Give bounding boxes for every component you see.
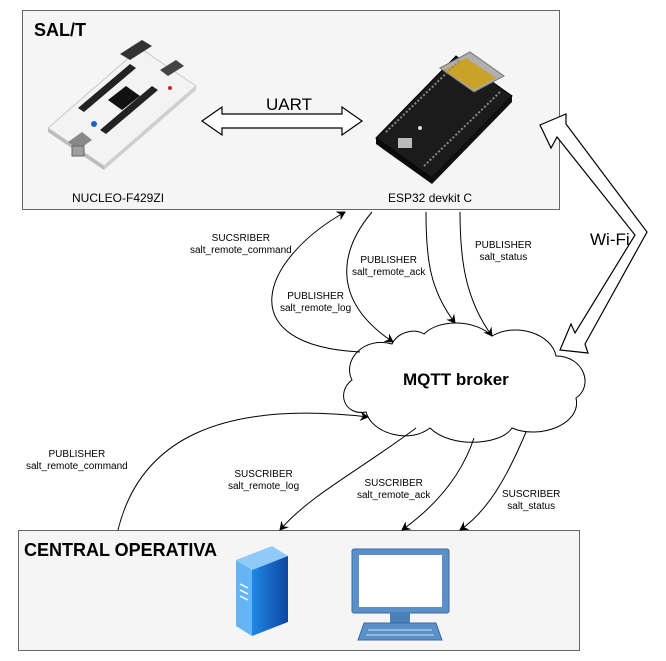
- esp32-label: ESP32 devkit C: [388, 191, 473, 205]
- label-central-sub-log-role: SUSCRIBER: [234, 469, 293, 480]
- label-central-sub-ack-topic: salt_remote_ack: [357, 490, 431, 501]
- wifi-arrow: [539, 113, 648, 354]
- server-icon: [236, 546, 288, 636]
- salt-title: SAL/T: [34, 20, 86, 40]
- label-pub-log-topic: salt_remote_log: [280, 303, 352, 314]
- label-sub-command: SUCSRIBER salt_remote_command: [190, 233, 292, 257]
- link-pub-log: [346, 211, 394, 343]
- label-central-sub-status: SUSCRIBER salt_status: [502, 489, 560, 513]
- link-pub-ack: [425, 211, 456, 324]
- label-central-sub-ack: SUSCRIBER salt_remote_ack: [357, 478, 430, 502]
- link-central-sub-log: [279, 427, 417, 531]
- mqtt-broker-cloud: [343, 322, 586, 443]
- label-sub-command-role: SUCSRIBER: [211, 233, 271, 244]
- esp32-board-icon: [375, 51, 513, 184]
- label-pub-ack-topic: salt_remote_ack: [352, 267, 426, 278]
- link-pub-status: [459, 211, 493, 337]
- label-central-sub-log-topic: salt_remote_log: [228, 481, 300, 492]
- uart-arrow: [200, 105, 364, 137]
- central-container: [18, 530, 580, 651]
- label-pub-status: PUBLISHER salt_status: [475, 240, 532, 264]
- label-central-pub-command-topic: salt_remote_command: [26, 461, 128, 472]
- label-central-sub-status-role: SUSCRIBER: [502, 489, 561, 500]
- label-pub-ack-role: PUBLISHER: [360, 255, 418, 266]
- label-central-pub-command: PUBLISHER salt_remote_command: [26, 449, 128, 473]
- link-sub-command: [271, 211, 361, 353]
- label-central-pub-command-role: PUBLISHER: [48, 449, 106, 460]
- central-title: CENTRAL OPERATIVA: [24, 540, 218, 560]
- uart-label: UART: [266, 95, 312, 114]
- label-pub-status-topic: salt_status: [479, 252, 528, 263]
- label-central-sub-status-topic: salt_status: [507, 501, 556, 512]
- link-central-sub-status: [459, 431, 527, 531]
- label-pub-ack: PUBLISHER salt_remote_ack: [352, 255, 425, 279]
- label-central-sub-log: SUSCRIBER salt_remote_log: [228, 469, 299, 493]
- label-central-sub-ack-role: SUSCRIBER: [364, 478, 423, 489]
- link-central-pub-command: [117, 411, 369, 531]
- nucleo-label: NUCLEO-F429ZI: [72, 191, 165, 205]
- label-pub-log-role: PUBLISHER: [287, 291, 344, 302]
- mqtt-broker-label: MQTT broker: [403, 370, 509, 389]
- computer-icon: [351, 548, 450, 641]
- label-sub-command-topic: salt_remote_command: [190, 245, 292, 256]
- nucleo-board-icon: [47, 40, 197, 170]
- label-pub-log: PUBLISHER salt_remote_log: [280, 291, 351, 315]
- wifi-label: Wi-Fi: [590, 230, 630, 249]
- link-central-sub-ack: [401, 437, 475, 531]
- label-pub-status-role: PUBLISHER: [475, 240, 532, 251]
